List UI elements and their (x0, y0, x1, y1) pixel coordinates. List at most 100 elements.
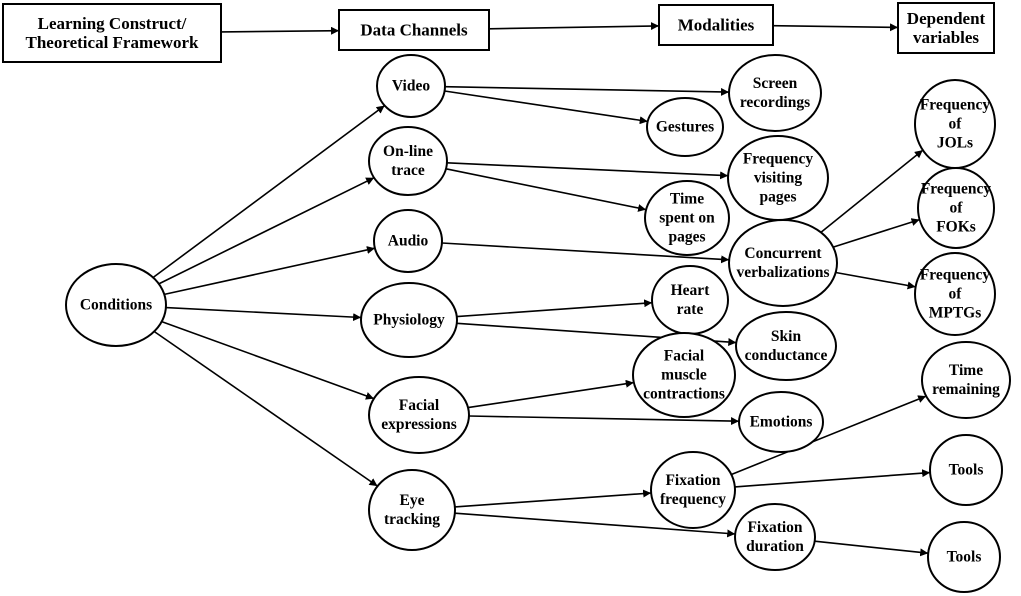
arrow-channels-to-modalities (488, 22, 660, 31)
node-label: Fixation (747, 519, 802, 536)
node-label: verbalizations (737, 264, 830, 281)
node-label: On-line (383, 143, 433, 160)
node-label: expressions (381, 416, 457, 433)
arrow-audio-to-concurrent-verbalizations (441, 242, 730, 264)
header-box (338, 9, 490, 51)
node-ellipse (373, 209, 443, 273)
node-ellipse (650, 451, 736, 529)
arrow-conditions-to-facial-expressions (161, 320, 375, 400)
node-label: muscle (661, 367, 707, 384)
arrow-fixation-duration-to-tools-2 (814, 540, 929, 557)
node-ellipse (921, 341, 1011, 419)
node-audio: Audio (373, 209, 443, 273)
node-layer: Learning Construct/Theoretical Framework… (2, 2, 1011, 593)
node-label: Skin (771, 328, 802, 345)
node-ellipse (735, 311, 837, 381)
node-tools-2: Tools (927, 521, 1001, 593)
node-label: remaining (932, 381, 1000, 398)
node-label: FOKs (936, 219, 976, 236)
header-box-modalities: Modalities (658, 4, 774, 46)
node-label: of (949, 116, 963, 133)
node-label: recordings (740, 94, 810, 111)
node-label: contractions (643, 386, 725, 403)
node-label: Fixation (665, 472, 720, 489)
header-box (658, 4, 774, 46)
node-ellipse (927, 521, 1001, 593)
node-label: Tools (947, 549, 982, 566)
node-label: MPTGs (929, 305, 982, 322)
node-ellipse (914, 252, 996, 336)
arrow-facial-expressions-to-emotions (468, 415, 740, 426)
node-label: variables (913, 28, 979, 47)
arrow-physiology-to-heart-rate (456, 299, 653, 318)
node-ellipse (917, 167, 995, 249)
arrow-concurrent-verbalizations-to-frequency-mptgs (835, 271, 916, 290)
node-ellipse (65, 263, 167, 347)
node-ellipse (728, 219, 838, 307)
arrow-video-to-gestures (444, 90, 648, 125)
node-label: Modalities (678, 16, 755, 35)
arrow-online-trace-to-time-spent-on-pages (445, 168, 647, 212)
arrow-facial-expressions-to-facial-muscle-contractions (467, 379, 634, 409)
node-label: of (950, 200, 964, 217)
node-label: Physiology (373, 312, 445, 329)
node-label: Tools (949, 462, 984, 479)
node-ellipse (738, 391, 824, 453)
node-label: Concurrent (744, 245, 822, 262)
node-facial-expressions: Facial expressions (368, 376, 470, 454)
node-label: Audio (388, 233, 429, 250)
header-box (897, 2, 995, 54)
node-label: Video (392, 78, 430, 95)
node-ellipse (360, 282, 458, 358)
node-label: Heart (671, 282, 711, 299)
node-label: pages (668, 229, 705, 246)
node-label: spent on (659, 210, 715, 227)
arrow-modalities-to-dependent (772, 23, 899, 32)
node-heart-rate: Heart rate (651, 265, 729, 335)
node-video: Video (376, 54, 446, 118)
node-ellipse (632, 332, 736, 418)
node-label: Learning Construct/ (38, 14, 187, 33)
node-concurrent-verbalizations: Concurrent verbalizations (728, 219, 838, 307)
node-ellipse (368, 376, 470, 454)
node-label: Dependent (907, 9, 986, 28)
node-ellipse (644, 180, 730, 256)
node-label: visiting (754, 170, 802, 187)
node-label: Frequency (920, 97, 991, 114)
node-label: Theoretical Framework (26, 33, 199, 52)
node-label: Screen (753, 75, 798, 92)
arrow-concurrent-verbalizations-to-frequency-jols (820, 149, 924, 234)
node-label: frequency (660, 491, 726, 508)
node-ellipse (728, 54, 822, 132)
arrow-concurrent-verbalizations-to-frequency-foks (832, 218, 920, 248)
node-label: Data Channels (360, 21, 468, 40)
header-box (2, 3, 222, 63)
node-label: Frequency (743, 151, 814, 168)
node-tools-1: Tools (929, 434, 1003, 506)
node-label: rate (677, 301, 704, 318)
node-ellipse (376, 54, 446, 118)
arrow-fixation-frequency-to-time-remaining (731, 395, 927, 476)
node-label: Facial (399, 397, 440, 414)
arrow-framework-to-channels (220, 26, 340, 35)
edge-layer (152, 22, 931, 557)
node-ellipse (368, 469, 456, 551)
node-ellipse (929, 434, 1003, 506)
node-label: JOLs (937, 135, 973, 152)
node-label: Frequency (921, 181, 992, 198)
node-label: Conditions (80, 297, 152, 314)
header-box-framework: Learning Construct/Theoretical Framework (2, 3, 222, 63)
node-conditions: Conditions (65, 263, 167, 347)
arrow-video-to-screen-recordings (444, 85, 730, 96)
